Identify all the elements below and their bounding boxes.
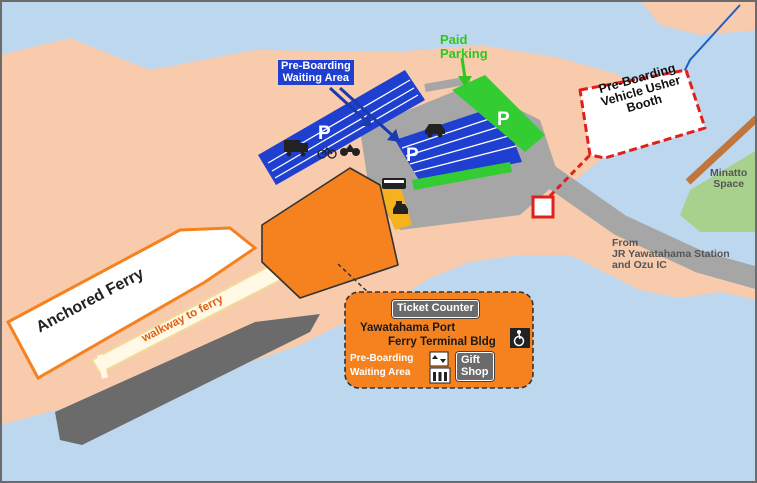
paid-parking-line1: Paid xyxy=(440,32,468,47)
pre-boarding-parking-west xyxy=(258,70,425,185)
pre-boarding-area-line2: Waiting Area xyxy=(282,71,350,84)
terminal-waiting-line2: Waiting Area xyxy=(350,366,411,378)
wheelchair-icon xyxy=(510,328,530,348)
gift-shop-button[interactable]: Gift Shop xyxy=(456,352,494,382)
paid-parking-label: Paid Parking xyxy=(440,33,488,60)
anchored-ferry xyxy=(5,226,258,381)
from-line3: and Ozu IC xyxy=(612,259,667,272)
land-north xyxy=(640,0,757,35)
arrow-paid-parking xyxy=(458,57,472,87)
arrow-west-lot xyxy=(328,86,372,126)
minatto-line1: Minatto xyxy=(710,167,748,179)
taxi-strip xyxy=(376,178,412,230)
minatto-line2: Space xyxy=(713,178,745,191)
pre-boarding-area-line1: Pre-Boarding xyxy=(281,60,351,72)
parking-p-east: P xyxy=(406,145,419,166)
walkway-stub xyxy=(97,354,108,379)
motorcycle-icon xyxy=(340,144,360,156)
terminal-name-line1: Yawatahama Port xyxy=(360,322,456,334)
car-icon xyxy=(425,124,445,138)
taxi-icon xyxy=(393,201,408,214)
parking-p-west: P xyxy=(318,123,331,144)
gift-line1: Gift xyxy=(461,354,480,366)
ticket-counter-button[interactable]: Ticket Counter xyxy=(392,300,479,318)
elevator-icon xyxy=(429,351,449,367)
terminal-waiting-area: Pre-Boarding Waiting Area xyxy=(350,353,414,378)
minatto-park xyxy=(680,150,757,232)
truck-icon xyxy=(284,140,308,157)
usher-booth xyxy=(531,195,555,219)
paid-parking-line2: Parking xyxy=(440,45,488,61)
from-line1: From xyxy=(612,237,639,249)
gift-line2: Shop xyxy=(461,365,489,378)
main-road xyxy=(509,144,757,289)
pre-boarding-parking-east xyxy=(395,105,522,182)
pre-boarding-area-label: Pre-Boarding Waiting Area xyxy=(278,60,354,86)
bus-icon xyxy=(382,178,406,189)
paid-parking-strip xyxy=(412,162,512,190)
coast-brown xyxy=(685,115,757,185)
from-station-label: From JR Yawatahama Station and Ozu IC xyxy=(612,237,730,272)
terminal-waiting-line1: Pre-Boarding xyxy=(350,353,414,364)
gray-ship xyxy=(55,314,320,445)
terminal-name-line2: Ferry Terminal Bldg xyxy=(388,336,496,349)
bicycle-icon xyxy=(317,146,337,159)
shop-icon xyxy=(429,367,451,384)
usher-callout xyxy=(578,68,707,160)
paid-parking-area xyxy=(452,75,545,152)
arrow-east-lot xyxy=(338,86,400,142)
parking-p-paid: P xyxy=(497,109,510,130)
from-line2: JR Yawatahama Station xyxy=(612,248,730,261)
terminal-name: Yawatahama Port Ferry Terminal Bldg xyxy=(360,322,496,348)
terminal-building xyxy=(261,167,399,299)
minatto-space-label: Minatto Space xyxy=(710,167,748,191)
